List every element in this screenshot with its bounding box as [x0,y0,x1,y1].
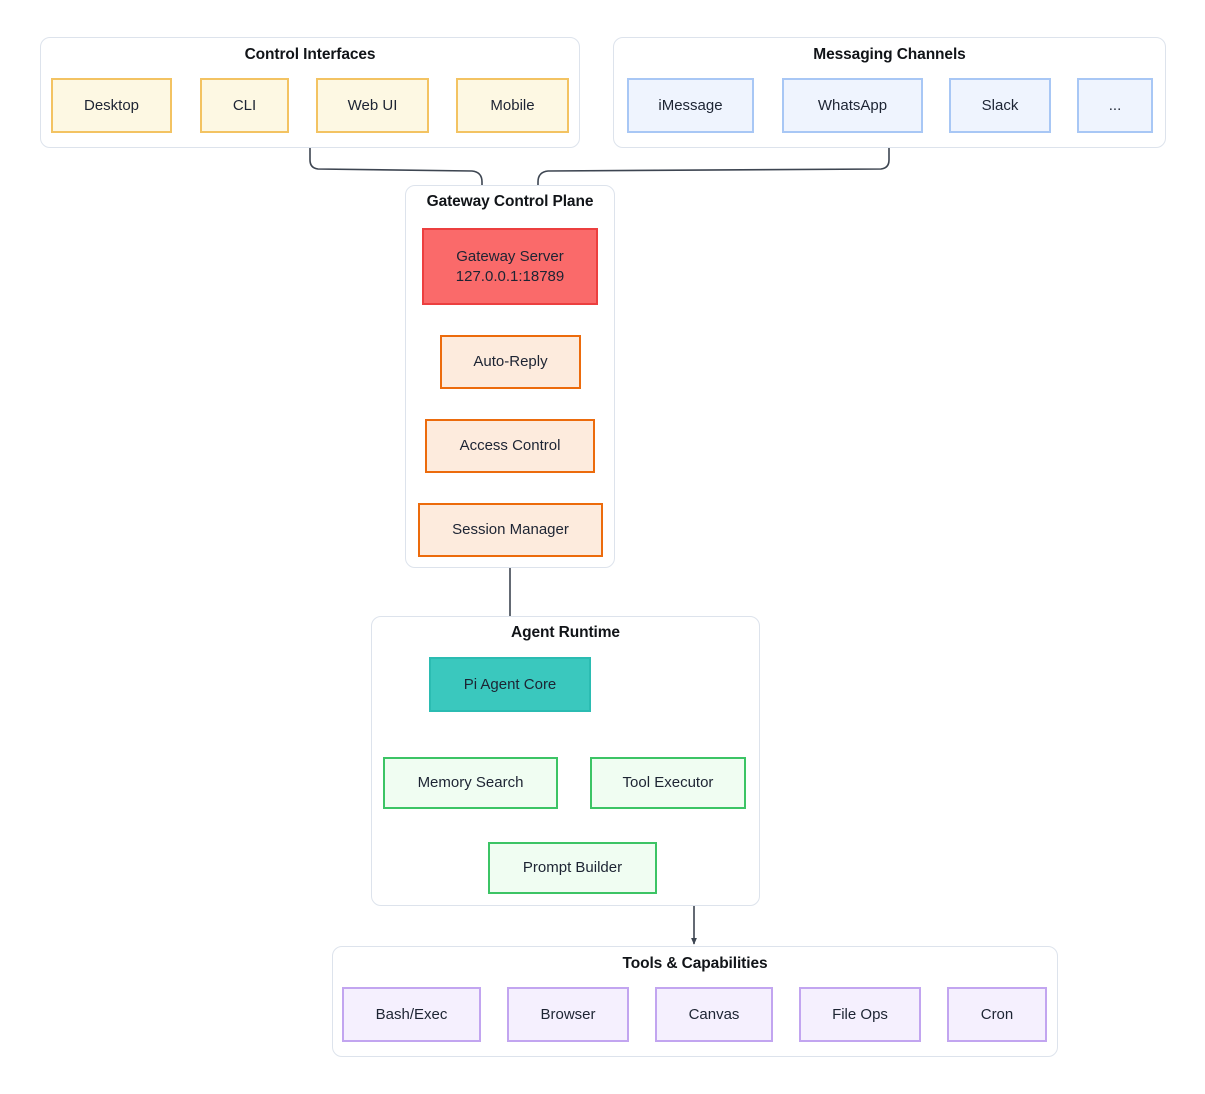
node-canvas[interactable]: Canvas [655,987,773,1042]
group-title-agent-runtime: Agent Runtime [511,624,620,641]
node-desktop[interactable]: Desktop [51,78,172,133]
node-file-ops[interactable]: File Ops [799,987,921,1042]
node-prompt-builder[interactable]: Prompt Builder [488,842,657,894]
node-mobile[interactable]: Mobile [456,78,569,133]
node-cron[interactable]: Cron [947,987,1047,1042]
node-gateway-server[interactable]: Gateway Server 127.0.0.1:18789 [422,228,598,305]
node-bash-exec[interactable]: Bash/Exec [342,987,481,1042]
node-whatsapp[interactable]: WhatsApp [782,78,923,133]
node-slack[interactable]: Slack [949,78,1051,133]
node-browser[interactable]: Browser [507,987,629,1042]
node-imessage[interactable]: iMessage [627,78,754,133]
group-title-control-interfaces: Control Interfaces [244,46,376,63]
node-pi-agent-core[interactable]: Pi Agent Core [429,657,591,712]
group-title-tools-capabilities: Tools & Capabilities [622,955,768,972]
node-session-manager[interactable]: Session Manager [418,503,603,557]
node-memory-search[interactable]: Memory Search [383,757,558,809]
node-access-control[interactable]: Access Control [425,419,595,473]
group-title-gateway-control-plane: Gateway Control Plane [426,193,594,210]
node-web-ui[interactable]: Web UI [316,78,429,133]
edge-messaging-channels-to-gateway-server [534,148,890,229]
node-auto-reply[interactable]: Auto-Reply [440,335,581,389]
edge-control-interfaces-to-gateway-server [309,148,485,229]
group-title-messaging-channels: Messaging Channels [813,46,966,63]
node-cli[interactable]: CLI [200,78,289,133]
node-tool-executor[interactable]: Tool Executor [590,757,746,809]
node-more[interactable]: ... [1077,78,1153,133]
